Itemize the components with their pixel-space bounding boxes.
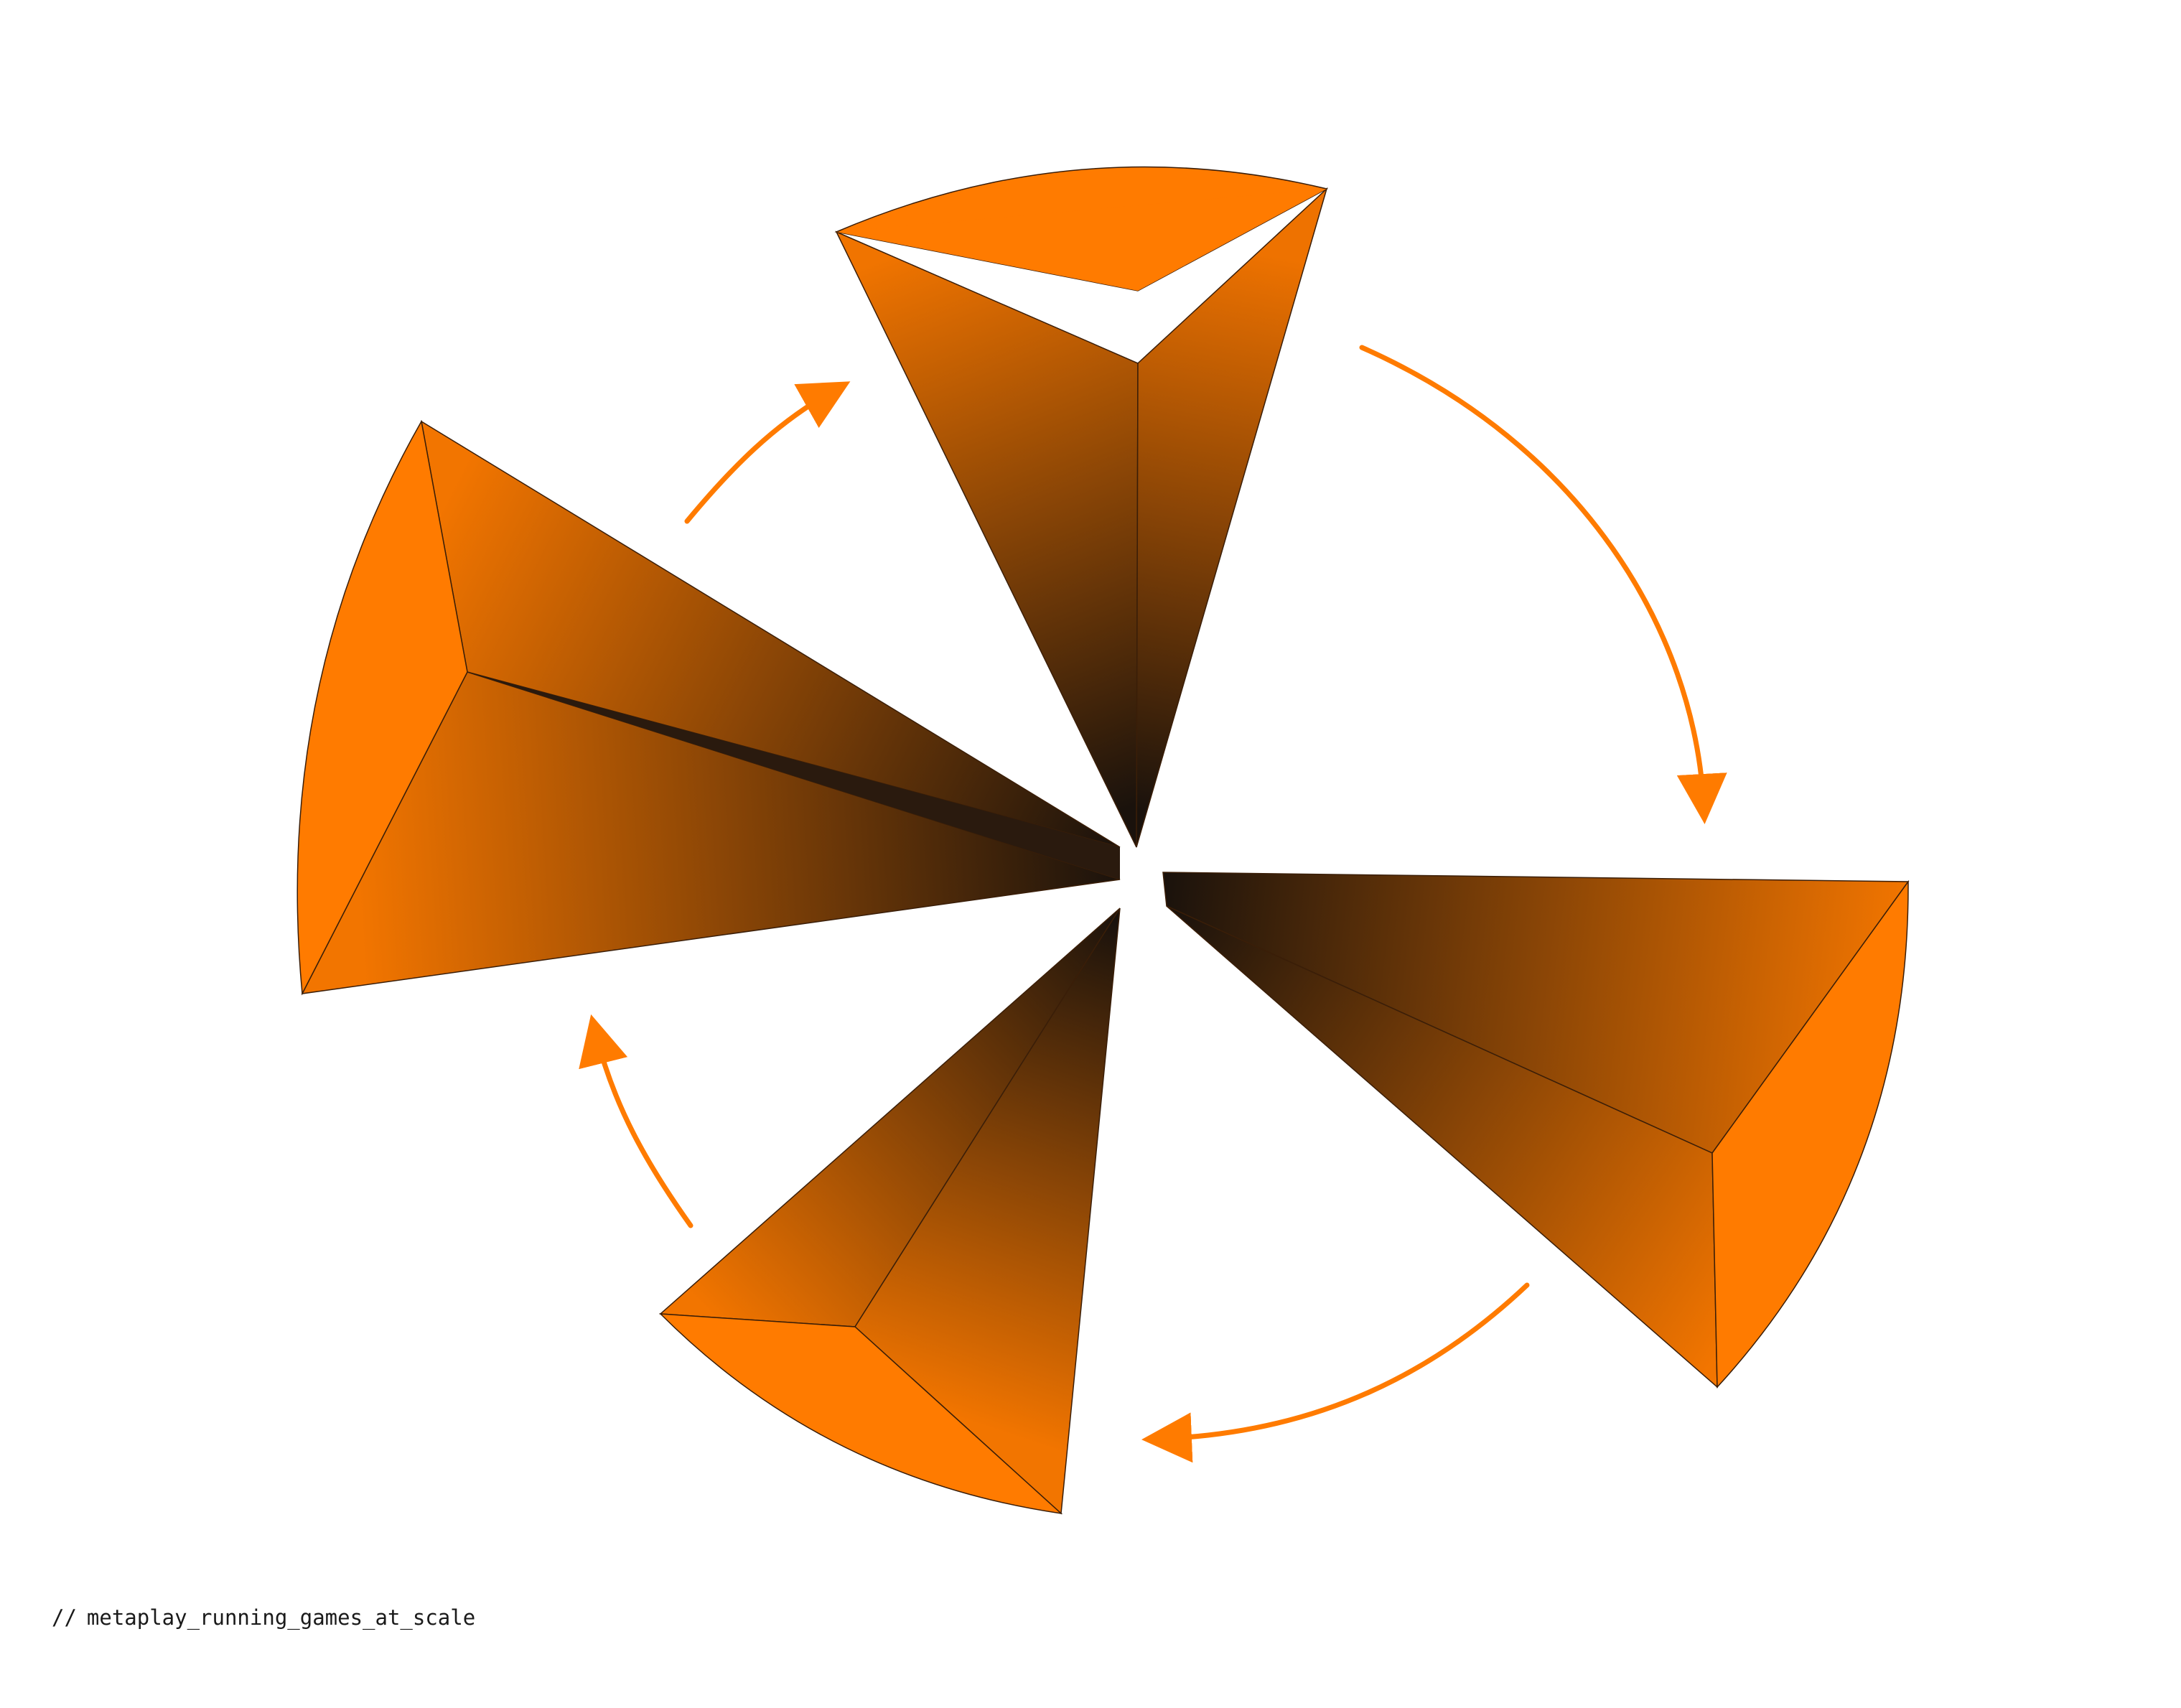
cycle-arrow-lower-left (579, 1014, 693, 1228)
caption-text: metaplay_running_games_at_scale (86, 1605, 476, 1630)
blade-right (1162, 872, 1910, 1389)
footer-caption: // metaplay_running_games_at_scale (52, 1605, 475, 1630)
blade-left (296, 419, 1121, 996)
cycle-arrow-bottom (1141, 1282, 1530, 1463)
cycle-arrow-right (1359, 345, 1727, 824)
blade-bottom (659, 907, 1121, 1515)
blade-top (834, 166, 1329, 848)
cycle-arrow-top-left (684, 381, 851, 524)
caption-prefix: // (52, 1605, 77, 1630)
